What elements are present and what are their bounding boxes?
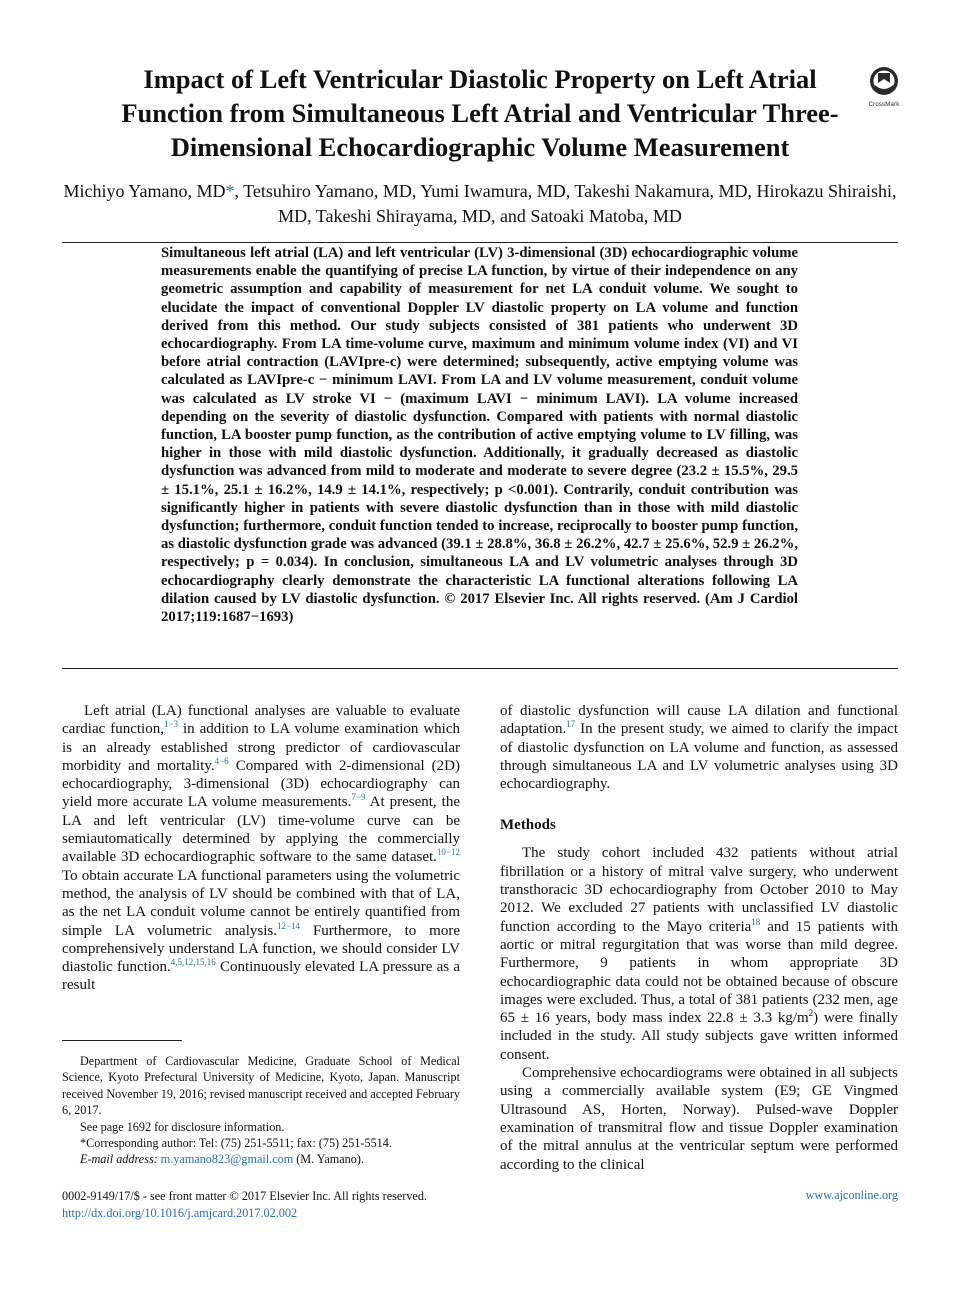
intro-column: Left atrial (LA) functional analyses are… [62, 702, 460, 995]
intro-text: At present, the LA and left ventricular … [62, 794, 460, 866]
ref-link[interactable]: 7−9 [351, 792, 366, 803]
methods-heading: Methods [500, 817, 556, 834]
crossmark-icon [870, 67, 898, 95]
methods-text: and 15 patients with aortic or mitral re… [500, 918, 898, 1027]
publication-info: 0002-9149/17/$ - see front matter © 2017… [62, 1188, 512, 1222]
intro-paragraph: Left atrial (LA) functional analyses are… [62, 702, 460, 995]
intro-text: Left atrial (LA) functional analyses are… [62, 703, 460, 738]
abstract-top-rule [62, 242, 898, 243]
methods-paragraph: Comprehensive echocardiograms were obtai… [500, 1065, 898, 1173]
ref-link[interactable]: 10−12 [436, 847, 460, 858]
abstract-bottom-rule [62, 668, 898, 669]
corresponding-author-link[interactable]: * [225, 181, 235, 201]
intro-text: of diastolic dysfunction will cause LA d… [500, 703, 898, 738]
ref-link[interactable]: 12−14 [276, 920, 301, 931]
crossmark-badge[interactable]: CrossMark [867, 66, 901, 108]
email-suffix: (M. Yamano). [293, 1152, 364, 1167]
corresponding-note: *Corresponding author: Tel: (75) 251-551… [80, 1136, 392, 1151]
right-column: of diastolic dysfunction will cause LA d… [500, 702, 898, 1174]
first-author: Michiyo Yamano, MD [63, 181, 226, 201]
intro-text: Furthermore, to more comprehensively und… [62, 922, 460, 976]
methods-paragraph: The study cohort included 432 patients w… [500, 844, 898, 1064]
methods-text: ) were finally included in the study. Al… [500, 1010, 898, 1063]
intro-text: Compared with 2-dimensional (2D) echocar… [62, 757, 460, 811]
ref-link[interactable]: 4,5,12,15,16 [170, 957, 216, 968]
author-list: Michiyo Yamano, MD*, Tetsuhiro Yamano, M… [60, 179, 900, 229]
intro-text: In the present study, we aimed to clarif… [500, 721, 898, 793]
article-title: Impact of Left Ventricular Diastolic Pro… [121, 64, 839, 162]
crossmark-label: CrossMark [868, 102, 900, 108]
email-note: E-mail address: m.yamano823@gmail.com (M… [62, 1151, 460, 1167]
email-label: E-mail address: [80, 1152, 158, 1167]
intro-text: Continuously elevated LA pressure as a r… [62, 959, 460, 994]
doi-link[interactable]: http://dx.doi.org/10.1016/j.amjcard.2017… [62, 1206, 298, 1220]
superscript: 2 [808, 1008, 814, 1019]
disclosure-note: See page 1692 for disclosure information… [80, 1119, 285, 1134]
affiliation-note: Department of Cardiovascular Medicine, G… [62, 1054, 460, 1118]
intro-paragraph-continued: of diastolic dysfunction will cause LA d… [500, 702, 898, 793]
abstract: Simultaneous left atrial (LA) and left v… [161, 245, 798, 626]
intro-text: in addition to LA volume examination whi… [62, 721, 460, 774]
ref-link[interactable]: 4−6 [214, 755, 229, 766]
ref-link[interactable]: 18 [751, 916, 761, 927]
issn-line: 0002-9149/17/$ - see front matter © 2017… [62, 1189, 427, 1203]
methods-text: The study cohort included 432 patients w… [500, 845, 898, 935]
ref-link[interactable]: 1−3 [163, 719, 179, 730]
footnote-rule [62, 1040, 182, 1041]
email-link[interactable]: m.yamano823@gmail.com [160, 1152, 294, 1167]
ref-link[interactable]: 17 [566, 719, 576, 730]
journal-website-link[interactable]: www.ajconline.org [805, 1188, 898, 1202]
intro-text: To obtain accurate LA functional paramet… [62, 867, 460, 939]
footnotes: Department of Cardiovascular Medicine, G… [62, 1053, 460, 1168]
other-authors: , Tetsuhiro Yamano, MD, Yumi Iwamura, MD… [234, 181, 897, 226]
